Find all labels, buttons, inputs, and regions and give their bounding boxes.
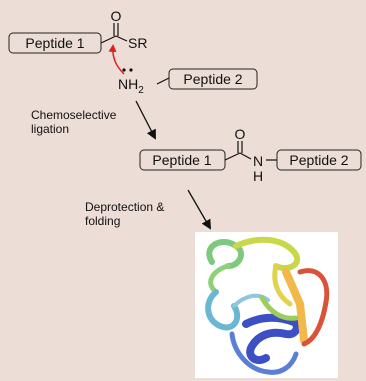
step-2-label-line-1: Deprotection & xyxy=(85,200,164,214)
reactant-2-amine: NH2 Peptide 2 xyxy=(118,68,258,96)
product-peptide-1-label: Peptide 1 xyxy=(152,152,211,168)
step-1-label-line-1: Chemoselective xyxy=(31,108,117,122)
amine-group: NH2 xyxy=(118,76,144,96)
bond xyxy=(156,77,170,85)
bond xyxy=(224,152,241,161)
amide-nitrogen: N xyxy=(253,153,263,169)
ribbon-yellow-strand xyxy=(233,236,301,272)
product-peptide-2-label: Peptide 2 xyxy=(289,152,348,168)
bond xyxy=(239,152,252,160)
carbonyl-oxygen: O xyxy=(111,8,122,24)
peptide-1-label: Peptide 1 xyxy=(25,35,84,51)
reactant-1-thioester: Peptide 1 O SR xyxy=(8,8,147,54)
ribbon-blue-coil xyxy=(229,331,299,375)
amine-hydrogen: H xyxy=(128,76,138,92)
step-1-label: Chemoselective ligation xyxy=(31,108,120,136)
ribbon-green-loop xyxy=(208,263,231,295)
ligation-product: Peptide 1 O N H Peptide 2 xyxy=(139,126,362,184)
product-carbonyl-oxygen: O xyxy=(235,126,246,142)
reaction-arrow-step-2 xyxy=(187,189,212,230)
lone-pair-dot xyxy=(122,68,126,72)
amide-hydrogen: H xyxy=(253,168,263,184)
peptide-2-box xyxy=(168,68,258,90)
ribbon-cyan-loop xyxy=(205,289,241,331)
ribbon-green-strand xyxy=(259,295,299,321)
ribbon-orange-strand xyxy=(282,268,308,344)
amine-nitrogen: N xyxy=(118,76,128,92)
step-1-label-line-2: ligation xyxy=(31,122,69,136)
product-peptide-2-box xyxy=(276,149,362,171)
peptide-2-label: Peptide 2 xyxy=(183,71,242,87)
thioester-sr-group: SR xyxy=(128,35,147,51)
step-2-label: Deprotection & folding xyxy=(85,200,168,228)
reaction-arrow-step-1 xyxy=(135,100,156,140)
ribbon-yellow-strand xyxy=(272,263,293,307)
ribbon-red-loop xyxy=(297,268,330,347)
bond xyxy=(100,35,117,44)
step-2-label-line-2: folding xyxy=(85,214,120,228)
folded-protein-image xyxy=(195,232,338,378)
ribbon-lightblue-coil xyxy=(232,293,270,308)
bond xyxy=(115,35,128,42)
amine-subscript: 2 xyxy=(138,85,144,96)
nucleophilic-attack-arrow xyxy=(108,44,125,75)
lone-pair-dot xyxy=(129,68,133,72)
